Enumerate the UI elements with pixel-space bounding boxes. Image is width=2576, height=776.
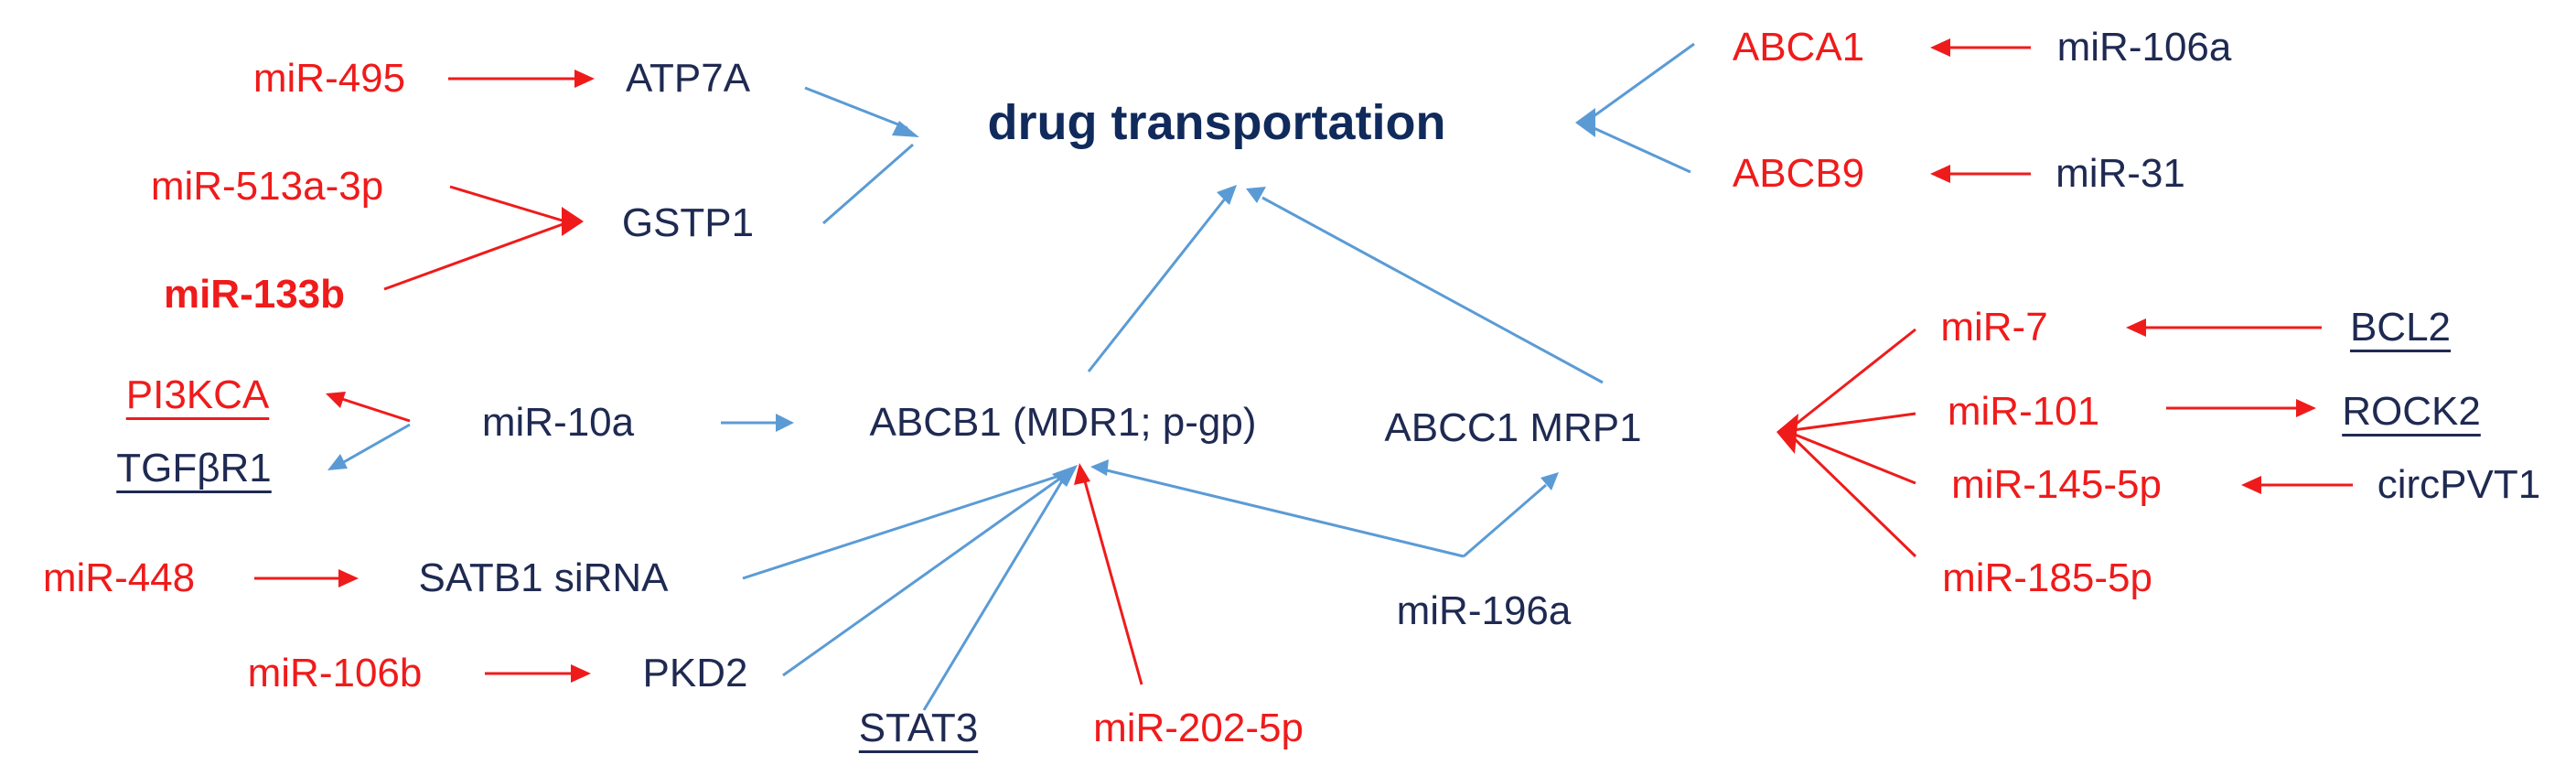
node-bcl2: BCL2 <box>2349 305 2452 350</box>
edge-stat3-abcb1 <box>922 479 1065 711</box>
edge-mir513a-gstp1 <box>449 185 566 223</box>
arrowhead-pkd2 <box>571 664 591 683</box>
edge-mir133b-gstp1 <box>383 221 566 291</box>
arrowhead-atp7a <box>574 70 595 88</box>
edge-mir202-abcb1 <box>1083 480 1143 685</box>
edge-mir196a-abcb1 <box>1106 469 1465 558</box>
arrowhead-abcb1-left <box>776 414 794 432</box>
edge-mir10a-tgfbr1 <box>341 423 411 465</box>
arrowhead-mir145 <box>2241 476 2261 494</box>
regulator-mir-145-5p: miR-145-5p <box>1951 462 2162 507</box>
regulator-mir-202-5p: miR-202-5p <box>1093 706 1304 750</box>
edge-abcc1-drug-transportation <box>1261 196 1604 384</box>
node-tgfbr1: TGFβR1 <box>116 446 272 490</box>
node-drug-transportation: drug transportation <box>987 95 1446 150</box>
arrowhead-abcb9 <box>1930 165 1950 183</box>
arrowhead-drug-transportation-left <box>892 121 919 137</box>
regulator-mir-448: miR-448 <box>42 555 196 600</box>
arrowhead-satb1 <box>338 569 359 587</box>
edge-abcb9-drug-transportation <box>1589 124 1691 174</box>
edge-mir196a-abcc1 <box>1463 483 1547 558</box>
edge-mir101-abcc1 <box>1792 412 1916 432</box>
edge-atp7a-drug-transportation <box>804 86 908 130</box>
arrowhead-gstp1 <box>562 207 584 236</box>
node-abcb9: ABCB9 <box>1732 151 1865 196</box>
edge-abcb1-drug-transportation <box>1087 197 1228 372</box>
arrowhead-abcc1-red <box>1776 414 1798 454</box>
node-mir-10a: miR-10a <box>481 400 635 445</box>
regulator-mir-185-5p: miR-185-5p <box>1942 555 2152 600</box>
node-stat3: STAT3 <box>858 706 979 750</box>
regulator-mir-7: miR-7 <box>1940 305 2048 350</box>
arrowhead-abca1 <box>1930 38 1950 57</box>
node-mir-31: miR-31 <box>2055 151 2185 196</box>
arrowhead-abcb1-bottom <box>1052 465 1078 487</box>
node-mir-106a: miR-106a <box>2056 25 2232 70</box>
edge-mir185-abcc1 <box>1791 436 1917 558</box>
arrowhead-abcc1 <box>1540 472 1559 490</box>
edge-satb1-abcb1 <box>742 474 1060 580</box>
node-mir-196a: miR-196a <box>1396 588 1572 633</box>
edge-mir145-abcc1 <box>1792 432 1916 485</box>
regulator-mir-106b: miR-106b <box>247 651 423 695</box>
arrowhead-drug-transportation-center <box>1217 185 1237 205</box>
arrowhead-abcb1-right <box>1090 459 1109 476</box>
node-rock2: ROCK2 <box>2342 389 2481 434</box>
arrowhead-tgfbr1 <box>327 454 348 470</box>
edge-mir7-abcc1 <box>1792 328 1916 428</box>
arrowhead-pi3kca <box>326 392 346 408</box>
node-abcc1: ABCC1 MRP1 <box>1384 405 1642 450</box>
node-abca1: ABCA1 <box>1732 25 1865 70</box>
edge-abca1-drug-transportation <box>1589 42 1695 121</box>
regulator-mir-101: miR-101 <box>1947 389 2100 434</box>
edge-mir10a-pi3kca <box>341 397 411 423</box>
node-pkd2: PKD2 <box>642 651 748 695</box>
node-gstp1: GSTP1 <box>621 200 755 245</box>
regulator-mir-133b: miR-133b <box>163 272 346 317</box>
regulator-pi3kca: PI3KCA <box>125 372 270 417</box>
arrowhead-drug-transportation-right <box>1575 108 1595 137</box>
arrowhead-drug-transportation-center-right <box>1246 187 1266 203</box>
edge-gstp1-drug-transportation <box>822 143 914 225</box>
node-satb1-sirna: SATB1 siRNA <box>418 555 669 600</box>
edge-pkd2-abcb1 <box>782 476 1062 677</box>
node-circpvt1: circPVT1 <box>2377 462 2541 507</box>
node-atp7a: ATP7A <box>625 56 751 101</box>
regulator-mir-495: miR-495 <box>252 56 406 101</box>
arrowhead-mir7 <box>2126 318 2146 337</box>
arrowhead-rock2 <box>2296 399 2316 417</box>
regulator-mir-513a-3p: miR-513a-3p <box>150 164 384 209</box>
node-abcb1: ABCB1 (MDR1; p-gp) <box>869 400 1257 445</box>
arrowhead-abcb1-red <box>1074 463 1090 485</box>
